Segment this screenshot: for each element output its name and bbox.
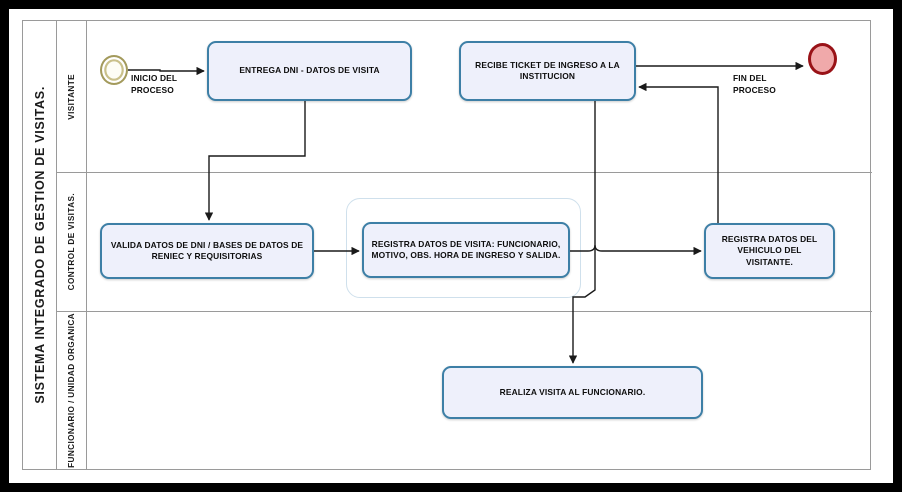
lane-label-control: CONTROL DE VISITAS.	[57, 172, 87, 311]
lane-label-control-text: CONTROL DE VISITAS.	[66, 192, 76, 291]
task-valida-datos[interactable]: VALIDA DATOS DE DNI / BASES DE DATOS DE …	[100, 223, 314, 279]
task-registra-vehiculo[interactable]: REGISTRA DATOS DEL VEHICULO DEL VISITANT…	[704, 223, 835, 279]
annotation-inicio-del-proceso: INICIO DEL PROCESO	[131, 73, 178, 95]
lane-divider-2	[57, 311, 872, 312]
task-entrega-dni[interactable]: ENTREGA DNI - DATOS DE VISITA	[207, 41, 412, 101]
task-recibe-ticket[interactable]: RECIBE TICKET DE INGRESO A LA INSTITUCIO…	[459, 41, 636, 101]
lane-label-visitante-text: VISITANTE	[66, 73, 76, 120]
task-realiza-visita[interactable]: REALIZA VISITA AL FUNCIONARIO.	[442, 366, 703, 419]
lane-divider-1	[57, 172, 872, 173]
task-registra-datos-visita[interactable]: REGISTRA DATOS DE VISITA: FUNCIONARIO, M…	[362, 222, 570, 278]
pool-title-label: SISTEMA INTEGRADO DE GESTION DE VISITAS.	[32, 86, 47, 404]
lane-label-funcionario: FUNCIONARIO / UNIDAD ORGANICA	[57, 311, 87, 469]
lane-label-visitante: VISITANTE	[57, 21, 87, 172]
start-event-inicio[interactable]	[100, 55, 128, 85]
end-event-fin[interactable]	[808, 43, 837, 75]
lane-label-funcionario-text: FUNCIONARIO / UNIDAD ORGANICA	[66, 312, 76, 468]
annotation-fin-del-proceso: FIN DEL PROCESO	[733, 73, 776, 95]
pool-title: SISTEMA INTEGRADO DE GESTION DE VISITAS.	[23, 21, 57, 469]
